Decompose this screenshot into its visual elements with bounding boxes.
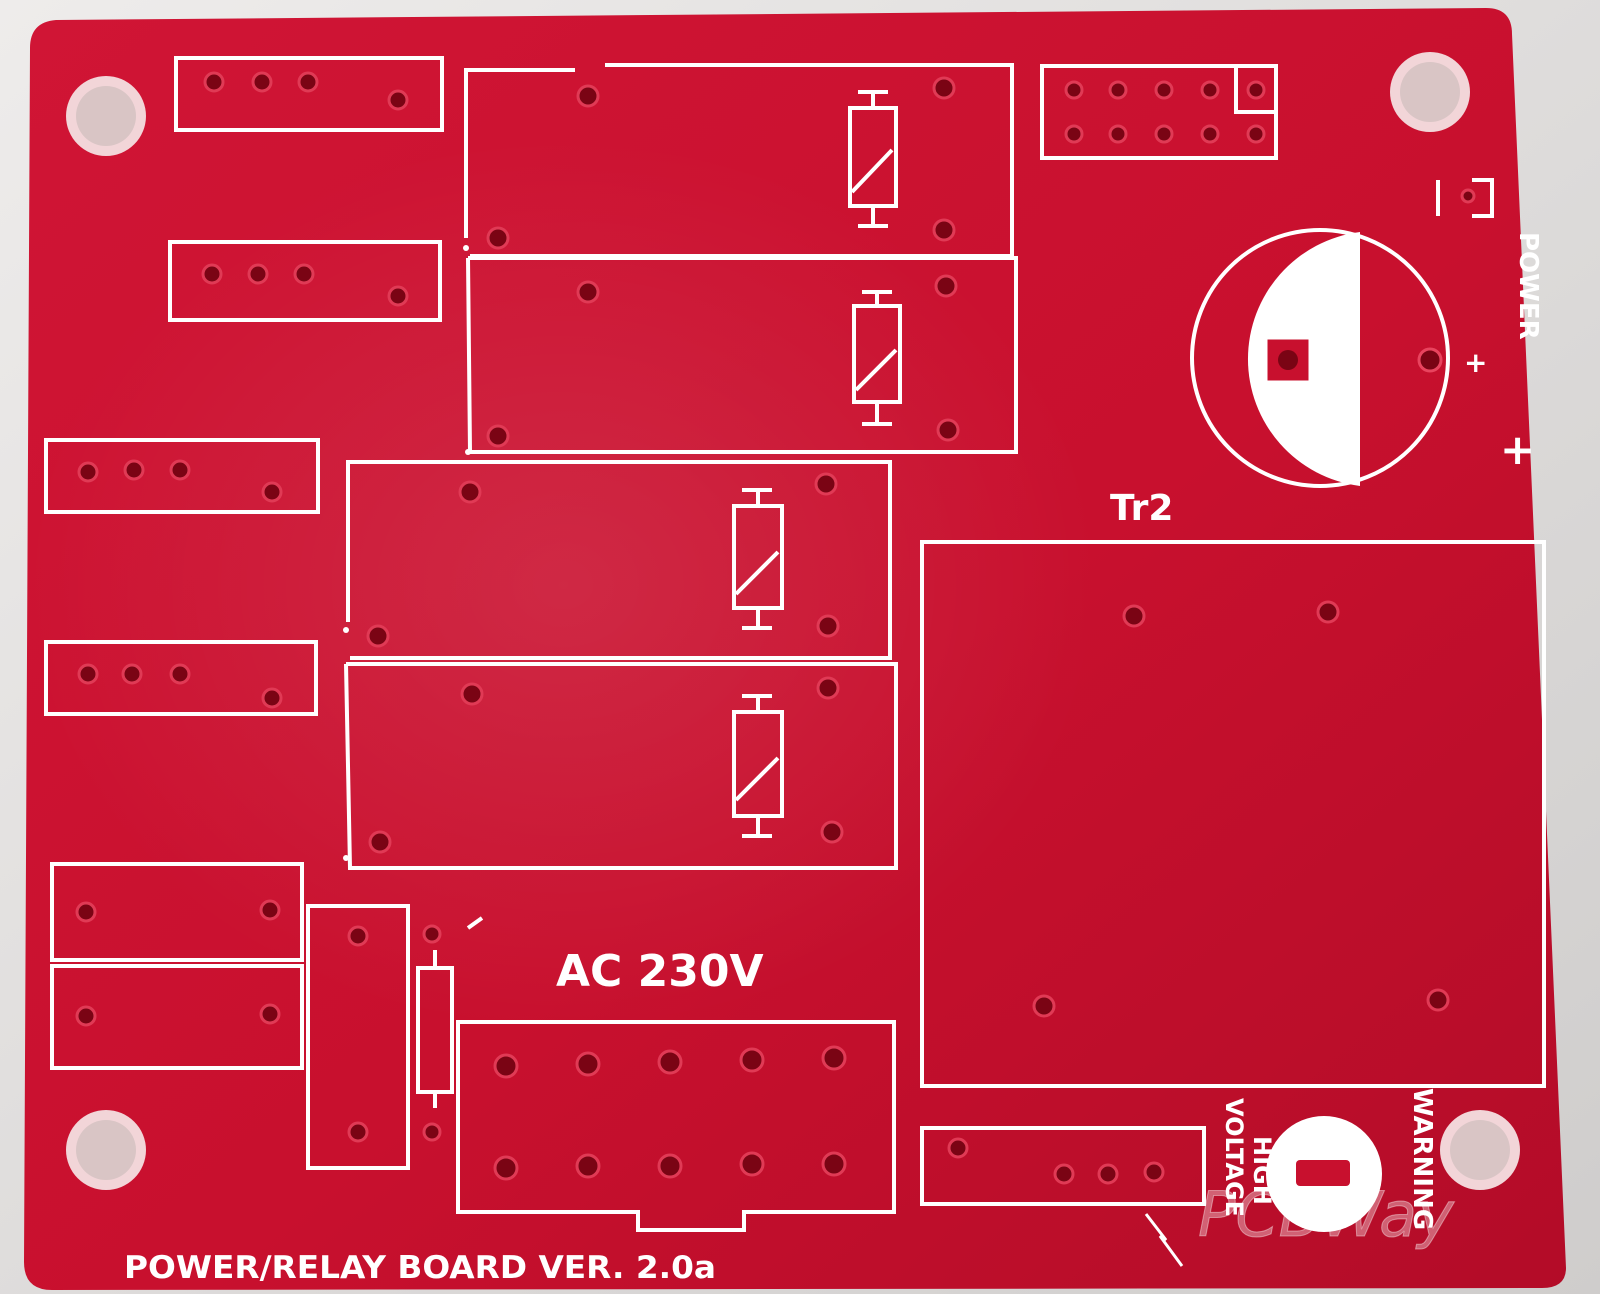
relay-3 xyxy=(346,460,892,660)
terminal-block-3 xyxy=(44,438,320,514)
diode-3 xyxy=(732,488,784,630)
relay-2 xyxy=(466,256,1018,454)
terminal-2pin-top xyxy=(50,862,304,962)
terminal-block-1 xyxy=(174,56,444,132)
warning-symbol xyxy=(1266,1116,1382,1232)
watermark: PCBWay xyxy=(1198,1178,1455,1251)
silkscreen xyxy=(44,56,1546,1267)
power-label: POWER xyxy=(1513,232,1543,340)
pcb-board xyxy=(24,8,1566,1290)
high-label: HIGH xyxy=(1248,1136,1276,1205)
transformer-label: Tr2 xyxy=(1110,488,1173,529)
drill-holes xyxy=(75,71,1476,1185)
diode-1 xyxy=(848,90,898,228)
power-led xyxy=(1436,178,1494,218)
terminal-4pin xyxy=(920,1126,1206,1206)
capacitor-outline xyxy=(1190,228,1450,488)
capacitor-plus-outer: + xyxy=(1500,425,1535,474)
terminal-block-4 xyxy=(44,640,318,716)
capacitor-pad-square xyxy=(1264,336,1312,384)
mounting-holes xyxy=(66,52,1520,1190)
capacitor-plus-inner: + xyxy=(1464,346,1487,379)
relay-4 xyxy=(344,662,898,870)
lightning-icon xyxy=(1144,1213,1184,1267)
fuse-holder xyxy=(306,904,410,1170)
ac-connector xyxy=(456,1020,896,1232)
capacitor xyxy=(1247,232,1443,486)
board-title: POWER/RELAY BOARD VER. 2.0a xyxy=(124,1250,716,1286)
terminal-2pin-bottom xyxy=(50,964,304,1070)
terminal-block-2 xyxy=(168,240,442,322)
warning-label: WARNING xyxy=(1407,1088,1437,1230)
diode-2 xyxy=(852,290,902,426)
transformer-outline xyxy=(920,540,1546,1088)
voltage-label: VOLTAGE xyxy=(1220,1098,1248,1217)
diode-4 xyxy=(732,694,784,838)
ac-voltage-label: AC 230V xyxy=(556,946,764,997)
